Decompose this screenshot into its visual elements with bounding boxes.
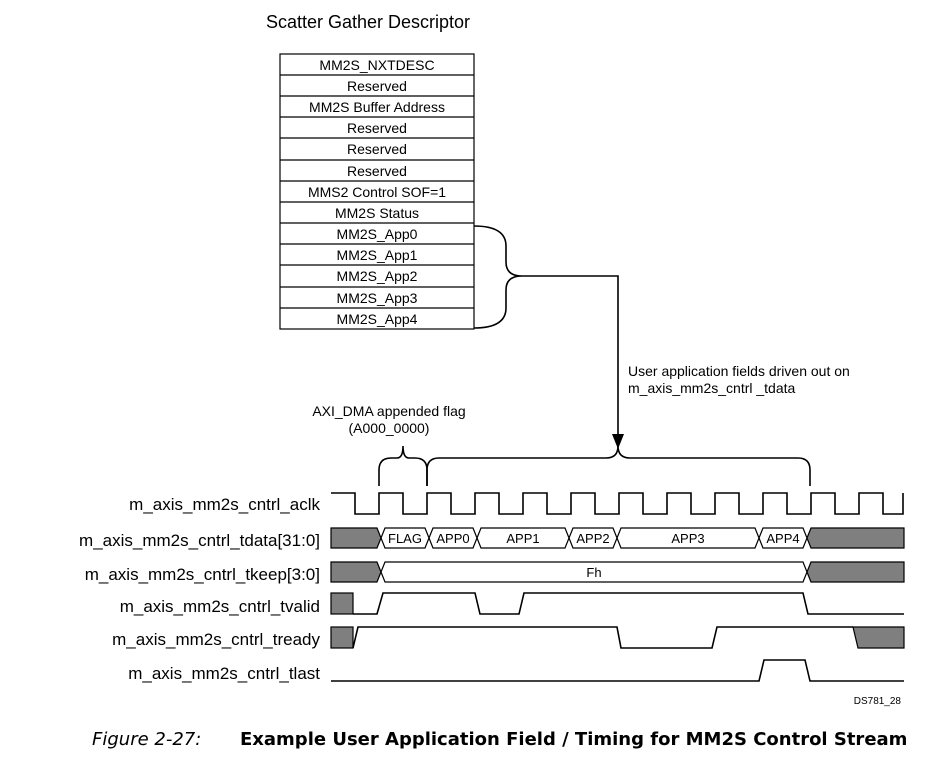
tkeep-value: Fh	[586, 565, 601, 580]
descriptor-title: Scatter Gather Descriptor	[266, 12, 470, 32]
tdata-field: APP4	[766, 531, 799, 546]
tdata-field: APP2	[576, 531, 609, 546]
user-fields-note: User application fields driven out on	[628, 363, 850, 379]
figure-id: DS781_28	[854, 696, 902, 707]
tdata-waveform: FLAG APP0 APP1 APP2 APP3 APP4	[330, 527, 905, 549]
caption-title: Example User Application Field / Timing …	[240, 729, 907, 750]
tdata-field: FLAG	[388, 531, 422, 546]
descriptor-row: MM2S_NXTDESC	[319, 57, 434, 73]
signal-name-tdata: m_axis_mm2s_cntrl_tdata[31:0]	[79, 531, 320, 550]
descriptor-row: Reserved	[347, 120, 407, 136]
caption-number: Figure 2-27:	[92, 729, 201, 750]
descriptor-row: MM2S Buffer Address	[309, 99, 445, 115]
descriptor-row: Reserved	[347, 163, 407, 179]
descriptor-row: MM2S_App0	[337, 226, 418, 242]
tvalid-waveform	[330, 592, 904, 615]
descriptor-row: MM2S_App3	[337, 290, 418, 306]
flag-note: AXI_DMA appended flag	[312, 403, 465, 419]
descriptor-row: MM2S Status	[335, 205, 419, 221]
descriptor-table: MM2S_NXTDESC Reserved MM2S Buffer Addres…	[279, 53, 475, 330]
aclk-waveform	[331, 492, 904, 515]
descriptor-row: MM2S_App2	[337, 268, 418, 284]
user-fields-note: m_axis_mm2s_cntrl _tdata	[628, 380, 796, 396]
descriptor-row: Reserved	[347, 141, 407, 157]
descriptor-row: MMS2 Control SOF=1	[308, 184, 446, 200]
flag-brace	[378, 445, 428, 486]
descriptor-row: Reserved	[347, 78, 407, 94]
tkeep-waveform: Fh	[330, 561, 905, 583]
descriptor-row: MM2S_App4	[337, 311, 418, 327]
signal-name-tkeep: m_axis_mm2s_cntrl_tkeep[3:0]	[85, 565, 320, 584]
descriptor-row: MM2S_App1	[337, 247, 418, 263]
signal-name-tvalid: m_axis_mm2s_cntrl_tvalid	[120, 597, 320, 616]
tdata-field: APP0	[436, 531, 469, 546]
signal-name-aclk: m_axis_mm2s_cntrl_aclk	[129, 495, 320, 514]
tlast-waveform	[331, 659, 904, 682]
signal-name-tready: m_axis_mm2s_cntrl_tready	[112, 630, 320, 649]
app-fields-timing-brace	[426, 445, 811, 486]
descriptor-table-border	[279, 53, 475, 330]
tready-waveform	[330, 626, 905, 649]
tdata-field: APP3	[671, 531, 704, 546]
flag-note: (A000_0000)	[349, 420, 430, 436]
tdata-field: APP1	[506, 531, 539, 546]
signal-name-tlast: m_axis_mm2s_cntrl_tlast	[128, 664, 320, 683]
app-fields-brace	[473, 225, 624, 449]
down-arrow-icon	[612, 434, 624, 449]
